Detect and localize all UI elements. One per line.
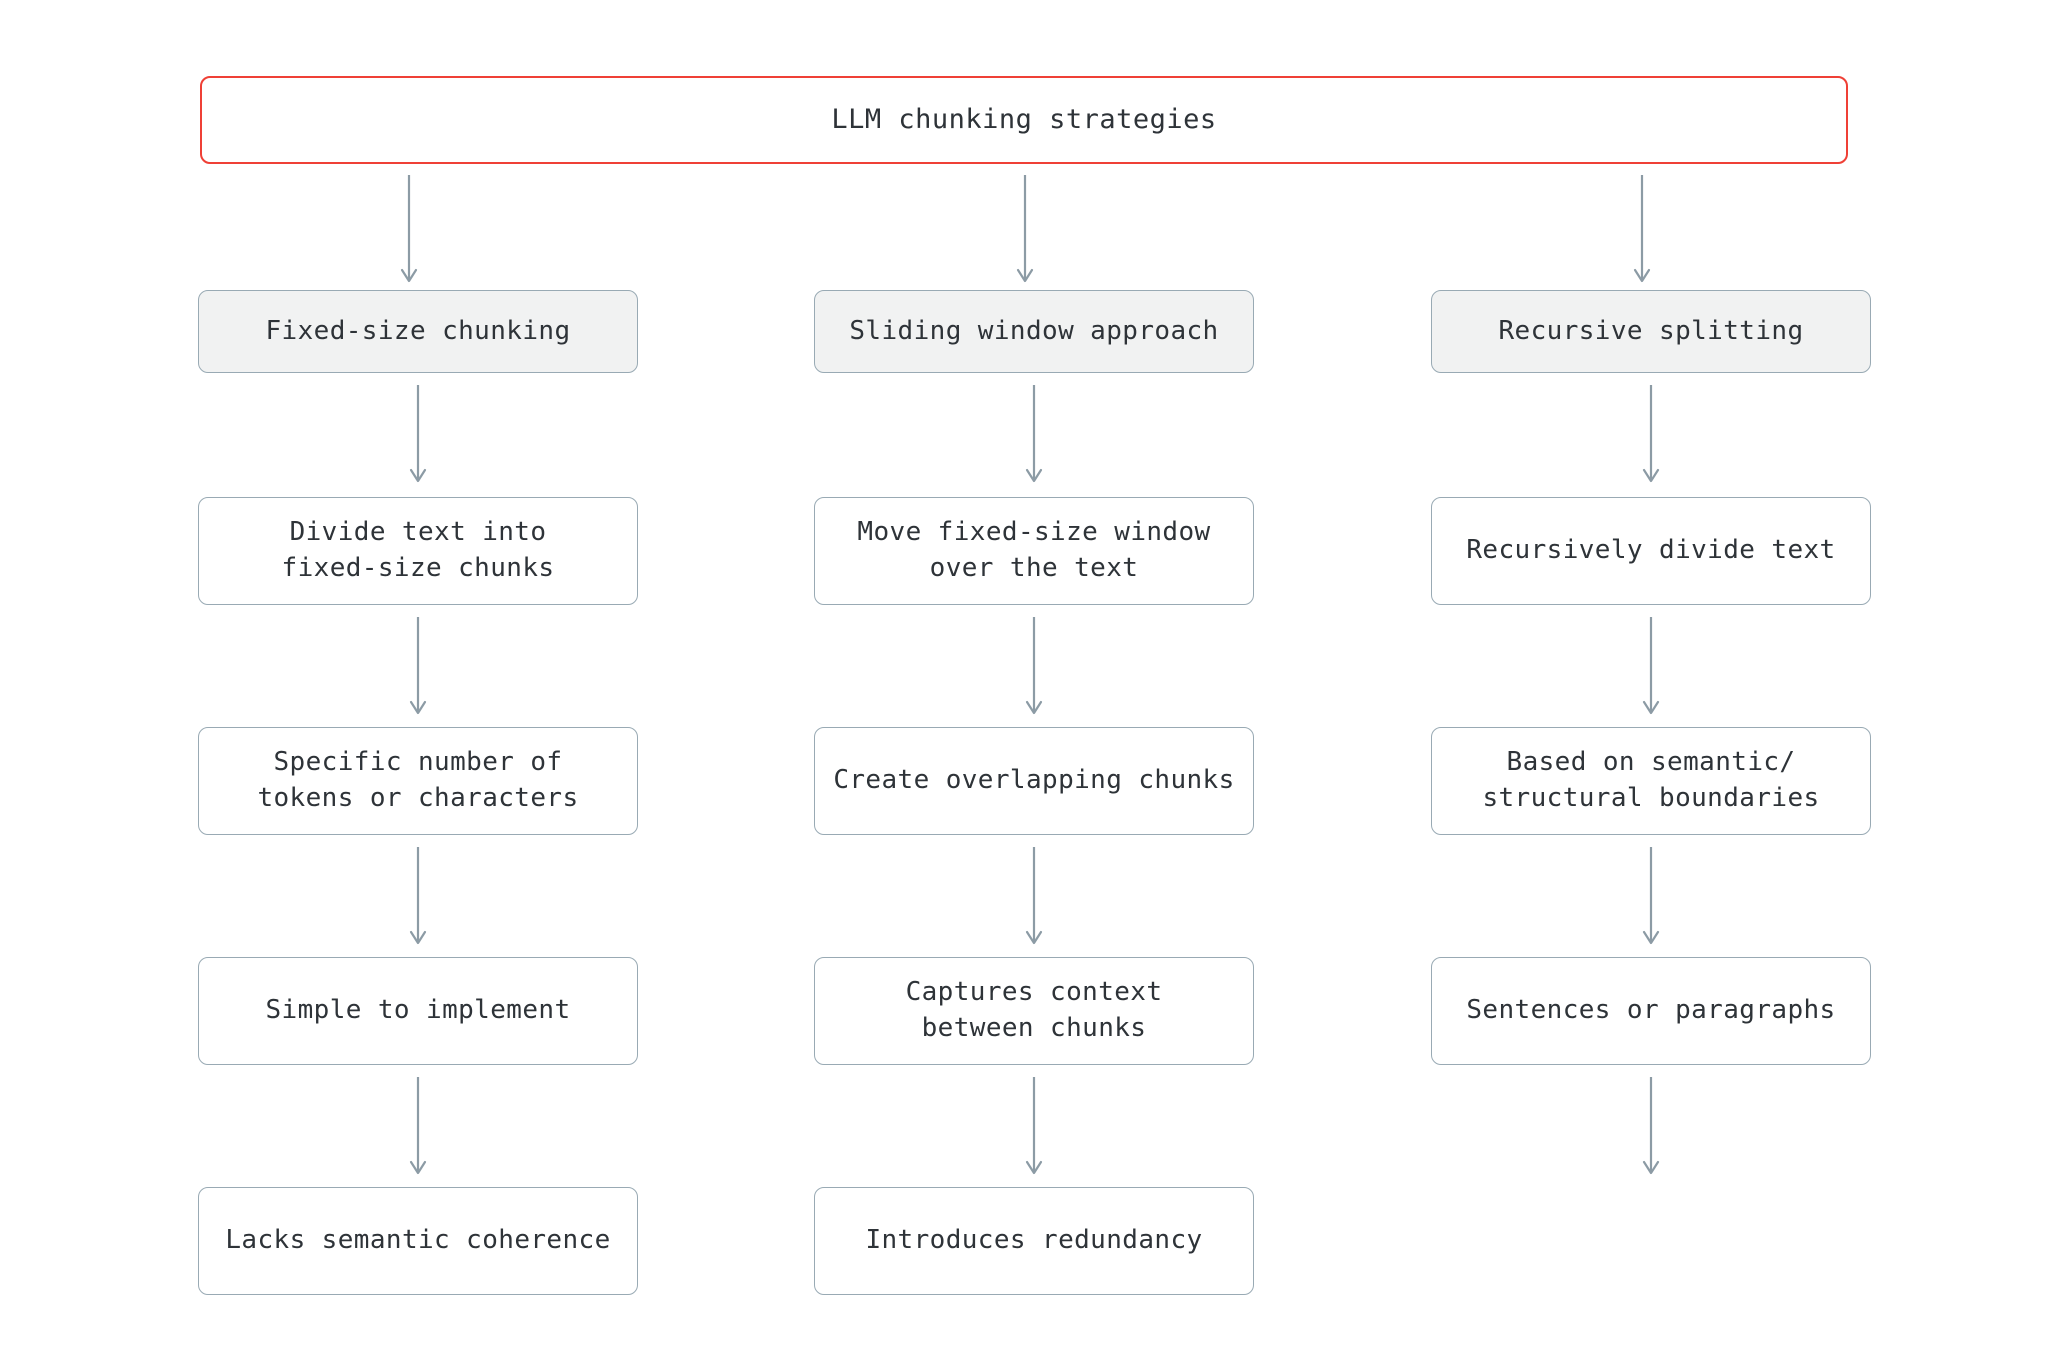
node-sliding-window-approach-heading[interactable]: Sliding window approach: [814, 290, 1254, 373]
node-label: Move fixed-size window over the text: [857, 517, 1211, 583]
arrow-c3-step2-to-step3: [1642, 847, 1660, 945]
node-c1-step-3[interactable]: Simple to implement: [198, 957, 638, 1065]
node-c3-step-2[interactable]: Based on semantic/ structural boundaries: [1431, 727, 1871, 835]
arrow-c2-step1-to-step2: [1025, 617, 1043, 715]
node-label: Captures context between chunks: [905, 977, 1163, 1043]
node-c1-step-2[interactable]: Specific number of tokens or characters: [198, 727, 638, 835]
node-label: Sentences or paragraphs: [1466, 995, 1836, 1026]
arrow-c2-step3-to-step4: [1025, 1077, 1043, 1175]
node-label: Recursively divide text: [1466, 535, 1836, 566]
node-label: Create overlapping chunks: [833, 765, 1235, 796]
root-node-label: LLM chunking strategies: [831, 103, 1217, 135]
arrow-c3-step3-trailing: [1642, 1077, 1660, 1175]
node-c2-step-2[interactable]: Create overlapping chunks: [814, 727, 1254, 835]
root-node-llm-chunking-strategies[interactable]: LLM chunking strategies: [200, 76, 1848, 164]
node-label: Based on semantic/ structural boundaries: [1482, 747, 1820, 813]
arrow-c2-step2-to-step3: [1025, 847, 1043, 945]
arrow-c3-heading-to-step1: [1642, 385, 1660, 483]
arrow-root-to-sliding-window-approach: [1016, 175, 1034, 283]
node-c2-step-4[interactable]: Introduces redundancy: [814, 1187, 1254, 1295]
node-c2-step-1[interactable]: Move fixed-size window over the text: [814, 497, 1254, 605]
arrow-c1-step1-to-step2: [409, 617, 427, 715]
node-c1-step-4[interactable]: Lacks semantic coherence: [198, 1187, 638, 1295]
arrow-c1-heading-to-step1: [409, 385, 427, 483]
node-c3-step-1[interactable]: Recursively divide text: [1431, 497, 1871, 605]
node-label: Simple to implement: [265, 995, 571, 1026]
node-label: Divide text into fixed-size chunks: [281, 517, 555, 583]
node-label: Recursive splitting: [1498, 315, 1804, 346]
node-c3-step-3[interactable]: Sentences or paragraphs: [1431, 957, 1871, 1065]
arrow-c1-step3-to-step4: [409, 1077, 427, 1175]
node-label: Introduces redundancy: [865, 1225, 1203, 1256]
node-label: Specific number of tokens or characters: [257, 747, 579, 813]
node-c1-step-1[interactable]: Divide text into fixed-size chunks: [198, 497, 638, 605]
node-label: Fixed-size chunking: [265, 315, 571, 346]
arrow-c1-step2-to-step3: [409, 847, 427, 945]
arrow-root-to-recursive-splitting: [1633, 175, 1651, 283]
arrow-c2-heading-to-step1: [1025, 385, 1043, 483]
node-fixed-size-chunking-heading[interactable]: Fixed-size chunking: [198, 290, 638, 373]
node-label: Lacks semantic coherence: [225, 1225, 611, 1256]
arrow-root-to-fixed-size-chunking: [400, 175, 418, 283]
node-label: Sliding window approach: [849, 315, 1219, 346]
arrow-c3-step1-to-step2: [1642, 617, 1660, 715]
node-recursive-splitting-heading[interactable]: Recursive splitting: [1431, 290, 1871, 373]
node-c2-step-3[interactable]: Captures context between chunks: [814, 957, 1254, 1065]
